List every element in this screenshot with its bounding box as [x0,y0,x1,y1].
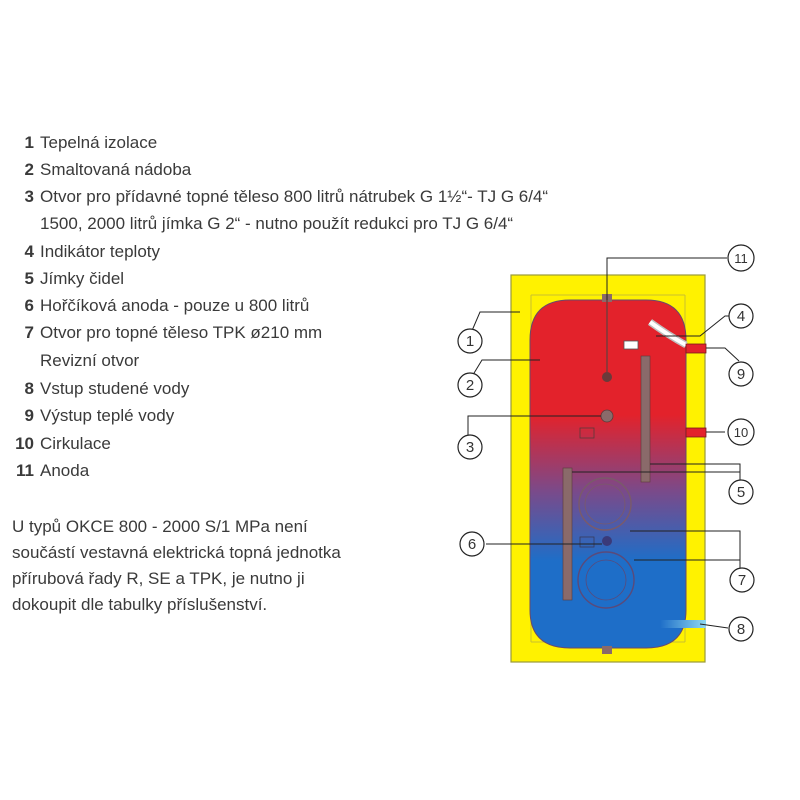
callout-5-label: 5 [737,484,745,501]
sensor-well-right [640,355,651,483]
callout-3-label: 3 [466,439,474,456]
aux-heater-flange [579,427,595,439]
magnesium-anode-plug [602,536,612,546]
callout-2 [457,372,483,398]
callout-7 [729,567,755,593]
callout-9 [728,361,754,387]
legend-item-7-cont: Revizní otvor [40,351,140,370]
note-line: přírubová řady R, SE a TPK, je nutno ji [12,569,305,588]
callout-3 [457,434,483,460]
revision-opening-lower [577,551,635,609]
callout-7-label: 7 [738,572,746,589]
callout-2-label: 2 [466,377,474,394]
circulation-port [685,427,707,438]
legend-item-3-cont: 1500, 2000 litrů jímka G 2“ - nutno použ… [40,214,514,233]
note-paragraph: U typů OKCE 800 - 2000 S/1 MPa není souč… [12,514,432,618]
leader-9 [706,347,740,362]
temperature-indicator [623,340,639,350]
callout-8 [728,616,754,642]
revision-opening-upper [578,477,632,531]
callout-6-label: 6 [468,536,476,553]
callout-circles: 1 2 3 4 5 6 7 8 9 10 11 [457,244,755,642]
leader-7a [630,530,741,577]
callout-11 [727,244,755,272]
note-line: součástí vestavná elektrická topná jedno… [12,543,341,562]
bottom-nozzle [602,646,612,654]
hot-water-outlet [685,343,707,354]
leader-11 [606,257,727,300]
leader-8 [699,623,729,629]
revision-opening-upper-inner [584,483,626,525]
cold-water-inlet [660,620,706,628]
callout-4-label: 4 [737,308,745,325]
enamel-vessel [529,299,687,649]
aux-heater-opening [600,409,614,423]
callout-11-label: 11 [734,251,748,266]
note-line: dokoupit dle tabulky příslušenství. [12,595,268,614]
revision-opening-lower-inner [585,559,627,601]
callout-10-label: 10 [734,425,748,440]
thermometer-pipe-inner [648,320,687,347]
callout-1-label: 1 [466,333,474,350]
callout-4 [728,303,754,329]
callout-5 [728,479,754,505]
leader-3 [467,415,601,443]
callout-6 [459,531,485,557]
callout-10 [727,418,755,446]
callout-9-label: 9 [737,366,745,383]
magnesium-anode [579,536,595,548]
note-line: U typů OKCE 800 - 2000 S/1 MPa není [12,517,308,536]
sensor-well-left [562,467,573,601]
callout-1 [457,328,483,354]
callout-8-label: 8 [737,621,745,638]
anode-head [602,372,612,382]
callout-leaders [467,257,741,629]
